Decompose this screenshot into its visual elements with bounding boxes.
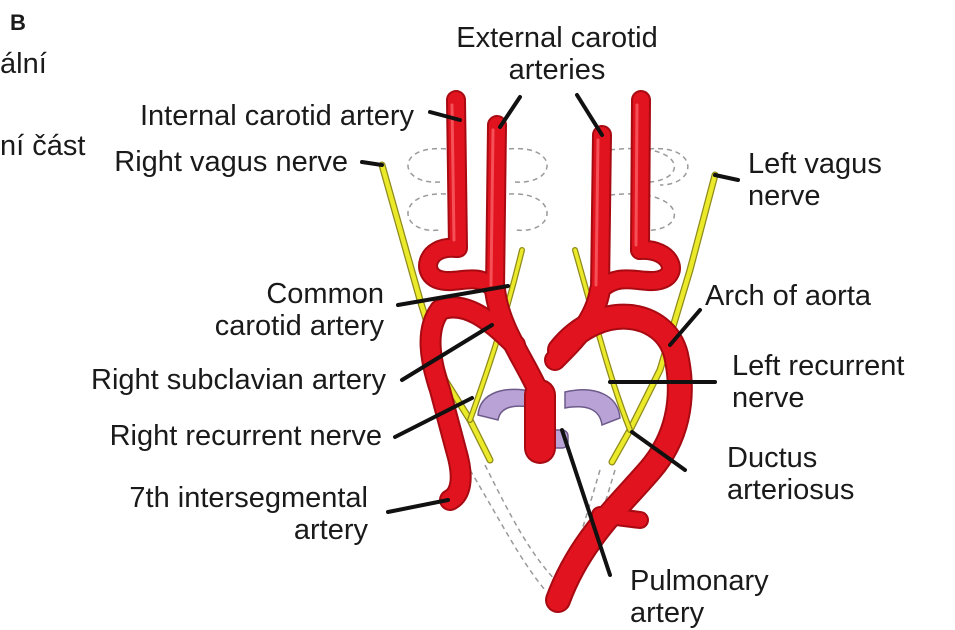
leader-right-vagus bbox=[362, 162, 382, 165]
label-7th-intersegmental: 7th intersegmental artery bbox=[56, 482, 368, 546]
panel-letter: B bbox=[10, 12, 26, 34]
label-internal-carotid: Internal carotid artery bbox=[66, 100, 414, 132]
arterial-system bbox=[428, 100, 680, 600]
label-left-vagus: Left vagus nerve bbox=[748, 148, 882, 212]
label-right-recurrent: Right recurrent nerve bbox=[20, 420, 382, 452]
leader-right-subclavian bbox=[402, 325, 492, 380]
leader-external-carotid-right bbox=[500, 97, 520, 127]
label-right-vagus: Right vagus nerve bbox=[52, 146, 348, 178]
label-common-carotid: Common carotid artery bbox=[150, 278, 384, 342]
label-ductus-arteriosus: Ductus arteriosus bbox=[727, 442, 854, 506]
leader-external-carotid-left bbox=[577, 95, 602, 135]
label-external-carotid: External carotid arteries bbox=[428, 22, 686, 86]
leader-left-vagus bbox=[715, 175, 738, 180]
leader-intersegmental bbox=[388, 500, 448, 512]
cropped-fragment-1: ální bbox=[0, 48, 47, 80]
label-arch-of-aorta: Arch of aorta bbox=[705, 280, 871, 312]
label-right-subclavian: Right subclavian artery bbox=[8, 364, 386, 396]
label-left-recurrent: Left recurrent nerve bbox=[732, 350, 904, 414]
label-pulmonary-artery: Pulmonary artery bbox=[630, 565, 769, 629]
